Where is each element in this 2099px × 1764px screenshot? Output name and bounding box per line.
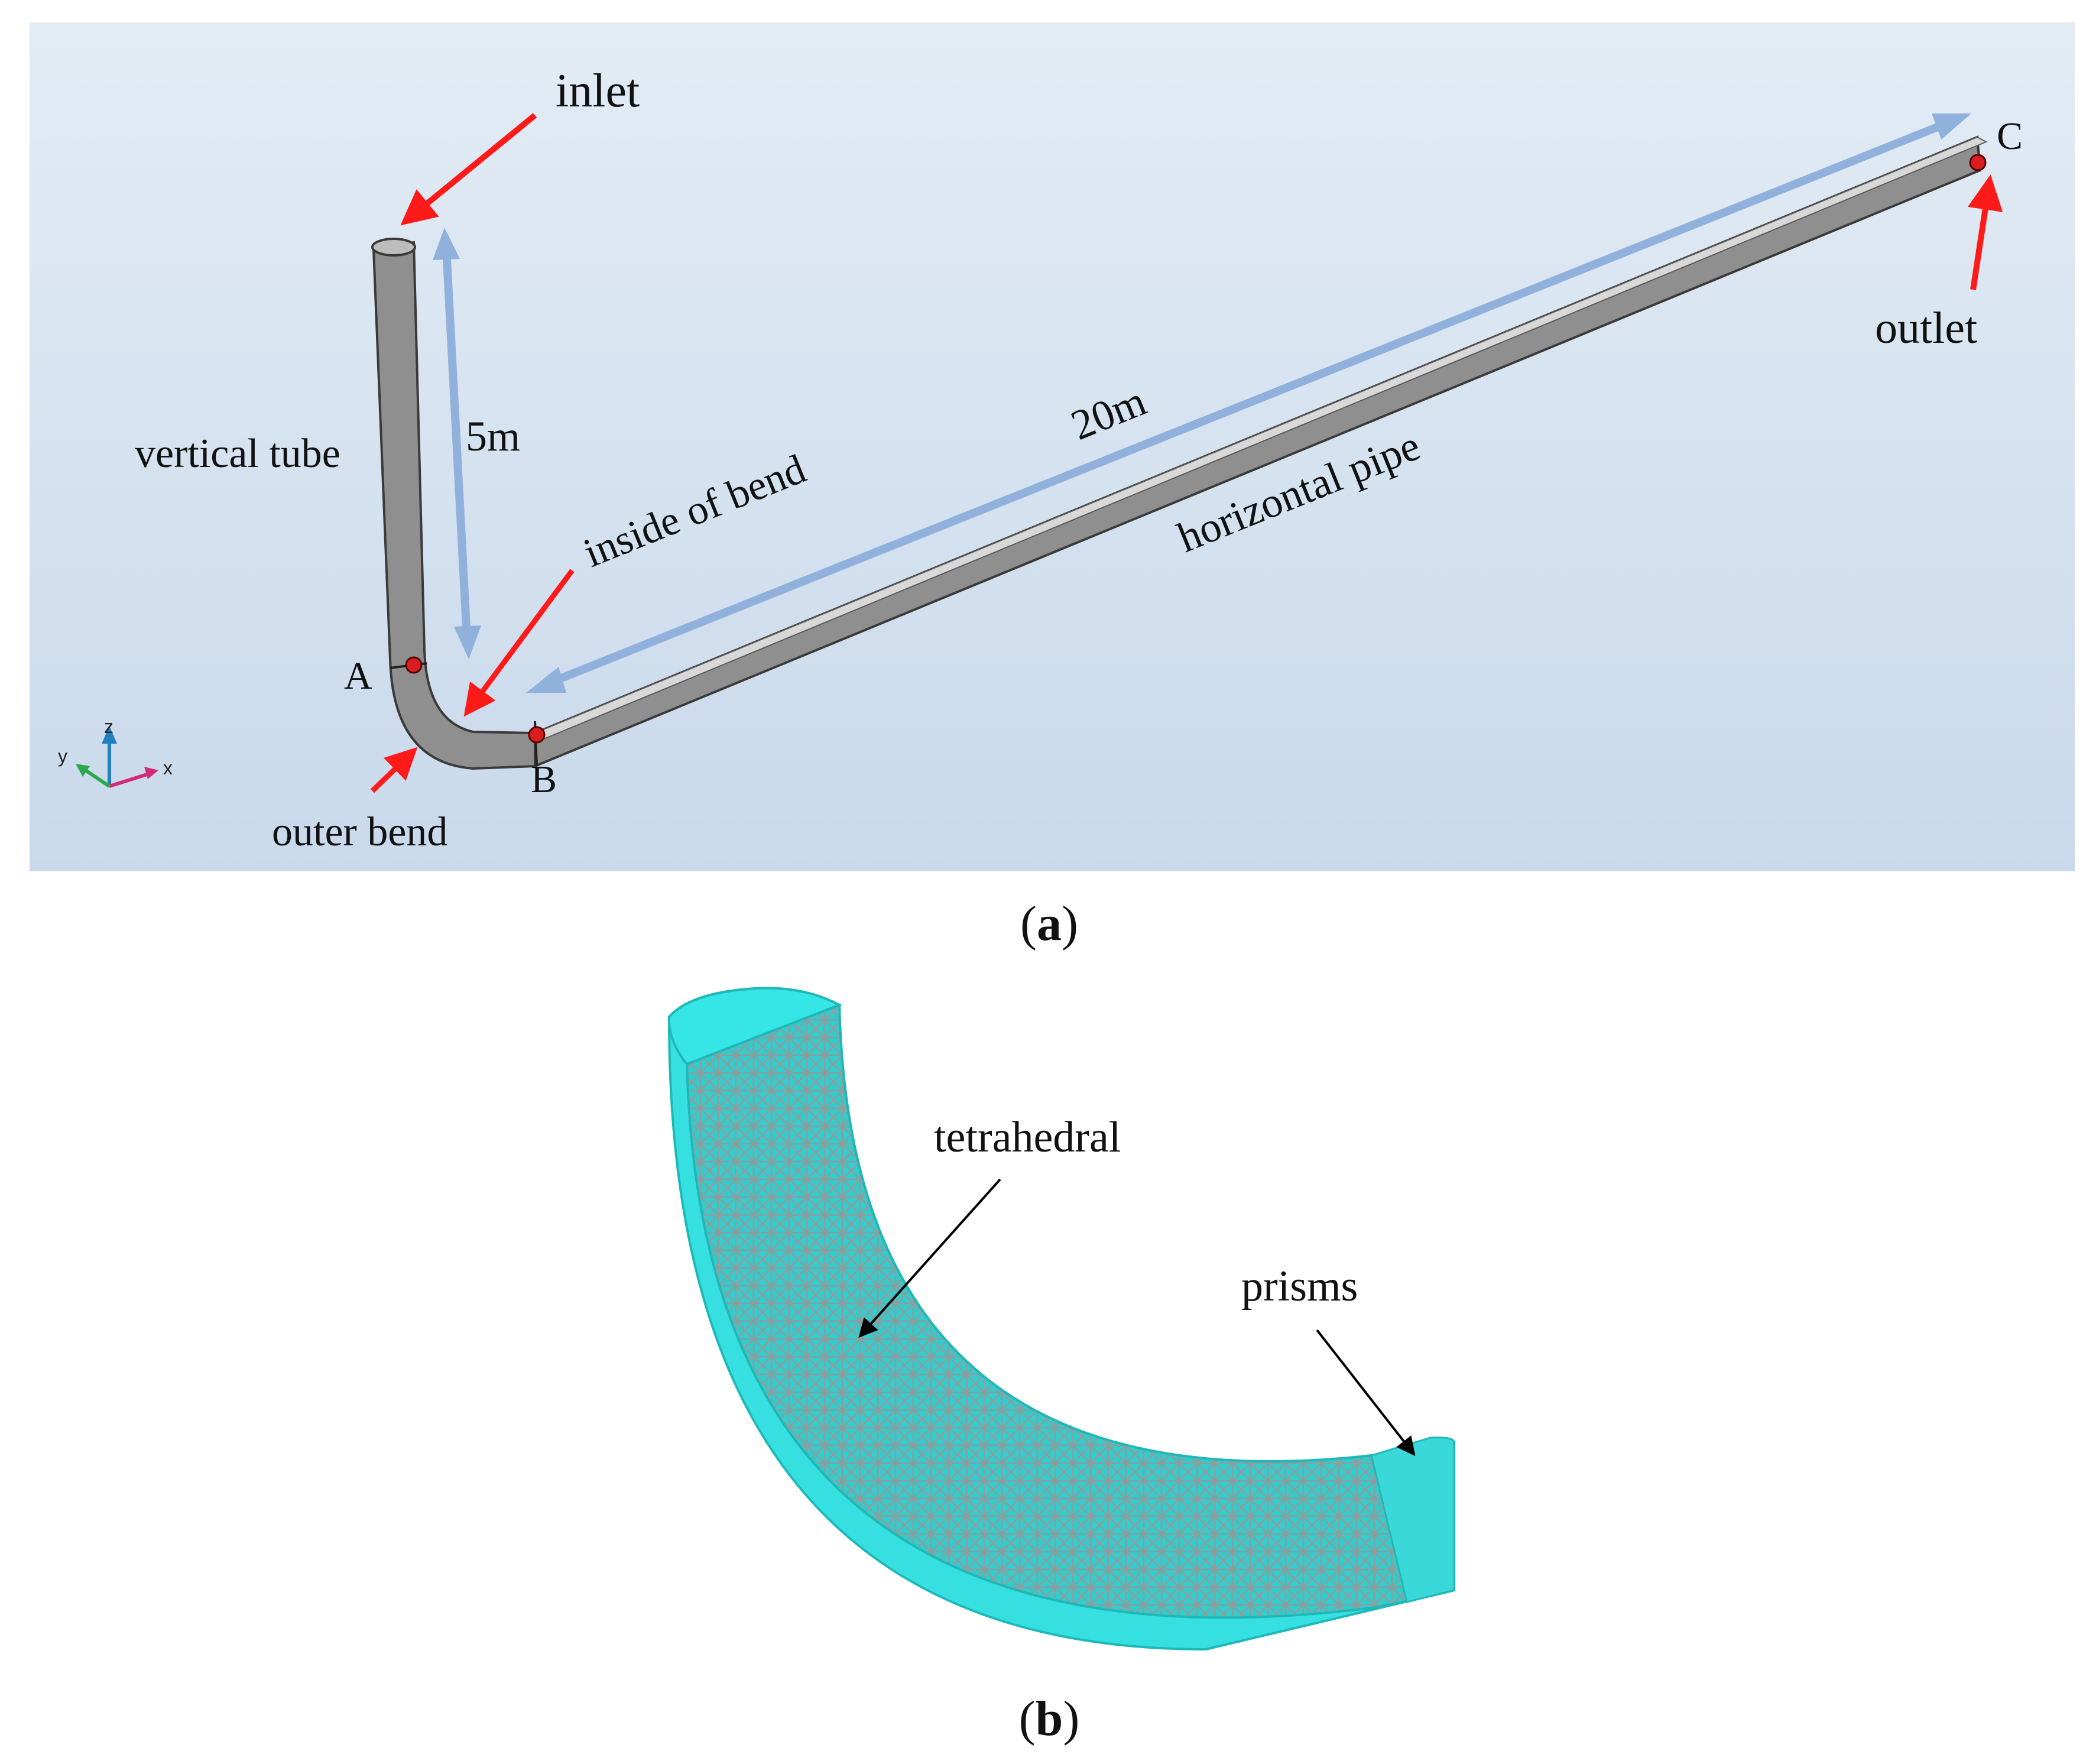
vertical-dimension-line (442, 248, 471, 639)
caption-b: (b) (1019, 1691, 1080, 1746)
axis-triad: z x y (58, 716, 173, 788)
mesh-end-cap (1370, 1437, 1455, 1603)
axis-y-label: y (58, 745, 67, 767)
panel-b: tetrahedral prisms (b) (667, 987, 1455, 1746)
horizontal-dimension-head-left (526, 667, 566, 693)
dimension-arrows (433, 114, 1971, 693)
label-prisms: prisms (1241, 1262, 1358, 1311)
inside-bend-arrow (463, 569, 575, 717)
label-tetrahedral: tetrahedral (934, 1113, 1121, 1162)
label-length-vertical: 5m (466, 413, 520, 460)
prisms-arrow (1316, 1329, 1416, 1457)
label-outlet: outlet (1875, 303, 1977, 353)
outlet-arrow (1967, 174, 2003, 290)
axis-x-line (109, 771, 151, 788)
caption-a: (a) (1020, 896, 1078, 951)
label-vertical-tube: vertical tube (135, 431, 340, 476)
horizontal-dimension-head-right (1932, 114, 1971, 140)
marker-a (405, 656, 423, 674)
inlet-arrow (400, 113, 537, 226)
outer-bend-arrow (370, 747, 418, 793)
inlet-cap (371, 238, 416, 257)
point-markers (405, 154, 1987, 744)
axis-y-head (76, 764, 90, 777)
marker-b (528, 726, 546, 744)
label-point-c: C (1997, 115, 2023, 158)
pipe-geometry (371, 135, 1988, 770)
axis-z-label: z (104, 716, 113, 737)
axis-z-head (102, 726, 117, 744)
panel-a-background (30, 22, 2075, 871)
mesh-tetrahedral-face (685, 1003, 1455, 1619)
label-point-a: A (344, 654, 372, 698)
horizontal-dimension-line (548, 120, 1946, 687)
label-point-b: B (531, 758, 557, 801)
marker-c (1969, 154, 1987, 171)
pointer-arrows (370, 113, 2003, 793)
axis-x-head (144, 767, 158, 779)
panel-a: inlet outlet vertical tube 5m 20m horizo… (30, 22, 2075, 951)
label-inlet: inlet (556, 65, 640, 117)
tetrahedral-arrow (858, 1178, 1001, 1338)
vertical-tube-shape (372, 241, 536, 770)
vertical-dimension-head-bottom (454, 625, 481, 659)
axis-x-label: x (163, 757, 173, 779)
vertical-dimension-head-top (433, 228, 460, 260)
mesh-top-cap (667, 987, 842, 1066)
axis-y-line (82, 767, 111, 788)
label-outer-bend: outer bend (272, 809, 447, 855)
